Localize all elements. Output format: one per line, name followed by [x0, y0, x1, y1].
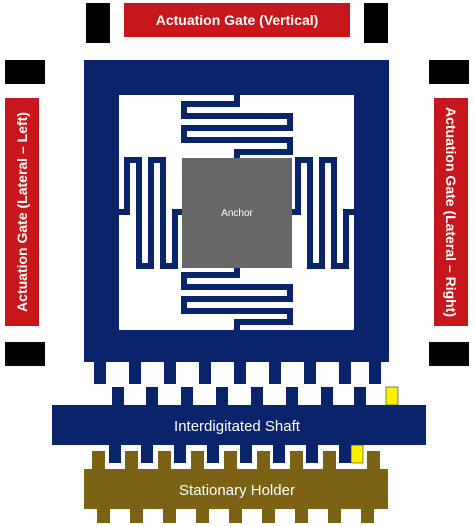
shaft-label: Interdigitated Shaft	[174, 418, 301, 435]
stopper-markers	[350, 386, 399, 464]
holder-tooth	[125, 451, 138, 471]
gate-right-electrode	[434, 98, 468, 326]
pad-left-upper	[5, 60, 45, 84]
frame-finger	[369, 362, 381, 384]
actuation-gate-right: Actuation Gate (Lateral – Right)	[434, 98, 468, 326]
shaft-finger	[109, 445, 121, 463]
shaft-finger	[181, 387, 193, 405]
frame-comb-fingers	[94, 362, 381, 384]
spring-left	[119, 157, 182, 269]
holder-tooth	[163, 507, 176, 523]
anchor-block	[182, 158, 292, 268]
shaft-finger	[146, 387, 158, 405]
pad-right-lower	[429, 342, 469, 366]
holder-tooth	[224, 451, 237, 471]
shaft-top-fingers	[112, 387, 366, 405]
holder-tooth	[323, 451, 336, 471]
holder-tooth	[196, 507, 209, 523]
shaft-finger	[339, 445, 351, 463]
holder-tooth	[130, 507, 143, 523]
interdigitated-shaft: Interdigitated Shaft	[52, 387, 426, 463]
stopper-marker-lower	[350, 444, 364, 464]
holder-tooth	[257, 451, 270, 471]
contact-pads	[5, 3, 469, 366]
anchor-label: Anchor	[221, 208, 253, 219]
shaft-finger	[207, 445, 219, 463]
shaft-finger	[273, 445, 285, 463]
holder-tooth	[191, 451, 204, 471]
holder-top-teeth	[92, 451, 380, 471]
serpentine-springs	[119, 95, 354, 330]
shaft-finger	[141, 445, 153, 463]
holder-tooth	[295, 507, 308, 523]
shaft-finger	[174, 445, 186, 463]
frame-finger	[199, 362, 211, 384]
shaft-finger	[216, 387, 228, 405]
holder-body	[84, 469, 388, 509]
holder-tooth	[361, 507, 374, 523]
gate-left-electrode	[5, 98, 39, 326]
holder-tooth	[229, 507, 242, 523]
frame-finger	[164, 362, 176, 384]
holder-tooth	[367, 451, 380, 471]
pad-top-right	[364, 3, 388, 43]
actuation-gate-vertical: Actuation Gate (Vertical)	[124, 3, 350, 37]
spring-top	[181, 95, 293, 158]
gate-vertical-electrode	[124, 3, 350, 37]
frame-finger	[269, 362, 281, 384]
pad-right-upper	[429, 60, 469, 84]
holder-tooth	[328, 507, 341, 523]
gate-left-label: Actuation Gate (Lateral – Left)	[14, 112, 30, 312]
holder-tooth	[97, 507, 110, 523]
stationary-holder: Stationary Holder	[84, 451, 388, 523]
holder-bottom-teeth	[97, 507, 374, 523]
proof-mass-frame	[84, 60, 389, 362]
shaft-finger	[354, 387, 366, 405]
pad-left-lower	[5, 342, 45, 366]
shaft-finger	[112, 387, 124, 405]
frame-finger	[339, 362, 351, 384]
actuation-gate-left: Actuation Gate (Lateral – Left)	[5, 98, 39, 326]
holder-tooth	[262, 507, 275, 523]
holder-label: Stationary Holder	[179, 482, 295, 499]
holder-tooth	[158, 451, 171, 471]
shaft-finger	[306, 445, 318, 463]
spring-right	[292, 157, 354, 269]
holder-tooth	[92, 451, 105, 471]
shaft-finger	[286, 387, 298, 405]
frame-finger	[129, 362, 141, 384]
gate-right-label: Actuation Gate (Lateral – Right)	[443, 107, 459, 317]
stopper-marker-upper	[385, 386, 399, 406]
shaft-finger	[251, 387, 263, 405]
shaft-finger	[240, 445, 252, 463]
gate-vertical-label: Actuation Gate (Vertical)	[156, 12, 319, 28]
shaft-finger	[321, 387, 333, 405]
frame-finger	[304, 362, 316, 384]
anchor: Anchor	[182, 158, 292, 268]
shaft-bottom-fingers	[109, 445, 351, 463]
shaft-body	[52, 405, 426, 445]
frame-finger	[94, 362, 106, 384]
pad-top-left	[86, 3, 110, 43]
spring-bottom	[181, 268, 293, 330]
frame-finger	[234, 362, 246, 384]
holder-tooth	[290, 451, 303, 471]
